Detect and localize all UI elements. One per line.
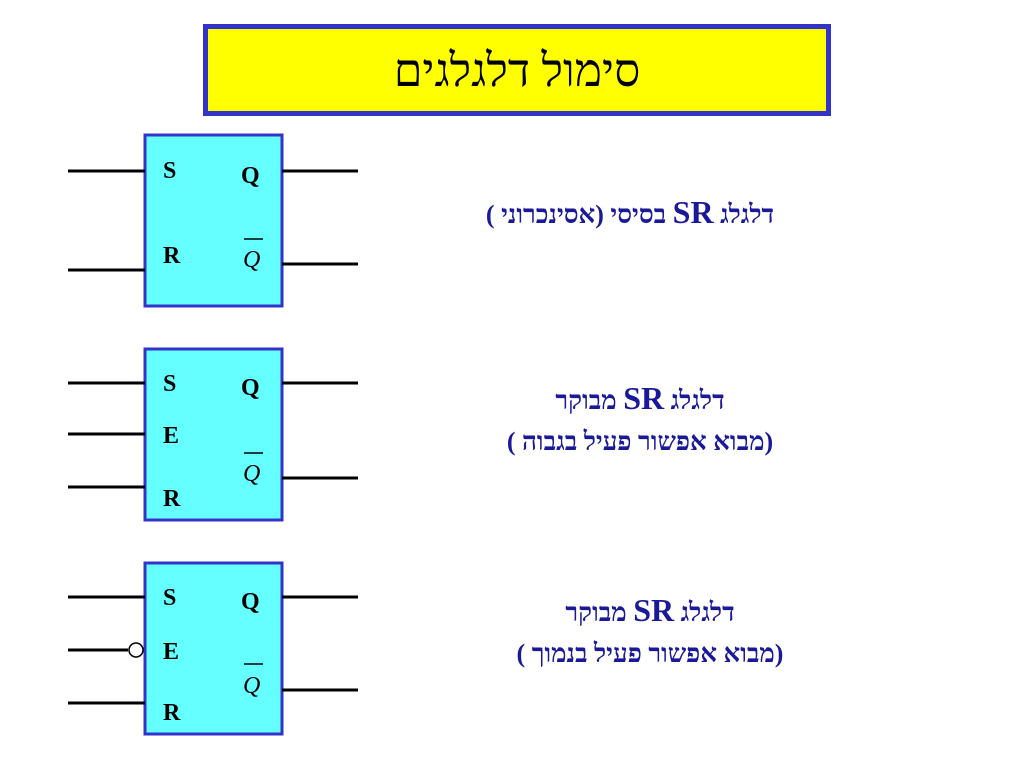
caption-3-line2: (מבוא אפשור פעיל בנמוך ) (516, 639, 784, 668)
caption-1-type: SR (672, 194, 714, 230)
caption-1-prefix: דלגלג (713, 200, 775, 229)
caption-3-line1: דלגלג SR מבוקר (435, 592, 865, 629)
flipflop-3-label-s: S (163, 585, 176, 611)
flipflop-1-body (143, 133, 284, 308)
caption-1-suffix: בסיסי (אסינכרוני ) (485, 200, 673, 229)
caption-2-line2: (מבוא אפשור פעיל בגבוה ) (506, 427, 774, 456)
flipflop-3-label-e: E (163, 639, 179, 665)
caption-2-line1: דלגלג SR מבוקר (425, 380, 855, 417)
flipflop-2-label-r: R (163, 486, 181, 512)
caption-gated-sr-active-low: דלגלג SR מבוקר (מבוא אפשור פעיל בנמוך ) (435, 592, 865, 669)
flipflop-3-label-q: Q (241, 589, 260, 615)
caption-2-suffix: מבוקר (555, 386, 624, 415)
caption-3-type: SR (633, 592, 675, 628)
caption-3-suffix: מבוקר (565, 598, 634, 627)
flipflop-2-label-e: E (163, 423, 179, 449)
caption-gated-sr-active-high: דלגלג SR מבוקר (מבוא אפשור פעיל בגבוה ) (425, 380, 855, 457)
flipflop-basic-sr: S R Q Q (68, 133, 358, 308)
flipflop-gated-sr-active-high: S E R Q Q (68, 347, 358, 522)
flipflop-3-label-qbar: Q (243, 673, 260, 699)
flipflop-2-body (143, 347, 284, 522)
flipflop-3-inversion-bubble (128, 642, 144, 658)
caption-2-type: SR (623, 380, 665, 416)
flipflop-1-label-s: S (163, 158, 176, 184)
flipflop-2-label-q: Q (241, 375, 260, 401)
title-box: סימול דלגלגים (203, 24, 831, 116)
caption-2-prefix: דלגלג (664, 386, 725, 415)
caption-basic-sr: דלגלג SR בסיסי (אסינכרוני ) (415, 194, 845, 231)
caption-3-prefix: דלגלג (674, 598, 735, 627)
page-title: סימול דלגלגים (393, 44, 641, 96)
flipflop-1-label-q: Q (241, 163, 260, 189)
flipflop-3-label-r: R (163, 700, 181, 726)
flipflop-2-label-s: S (163, 371, 176, 397)
flipflop-3-body (143, 561, 284, 736)
flipflop-gated-sr-active-low: S E R Q Q (68, 561, 358, 736)
flipflop-2-label-qbar: Q (243, 461, 260, 487)
flipflop-1-label-r: R (163, 243, 181, 269)
flipflop-1-label-qbar: Q (243, 247, 260, 273)
